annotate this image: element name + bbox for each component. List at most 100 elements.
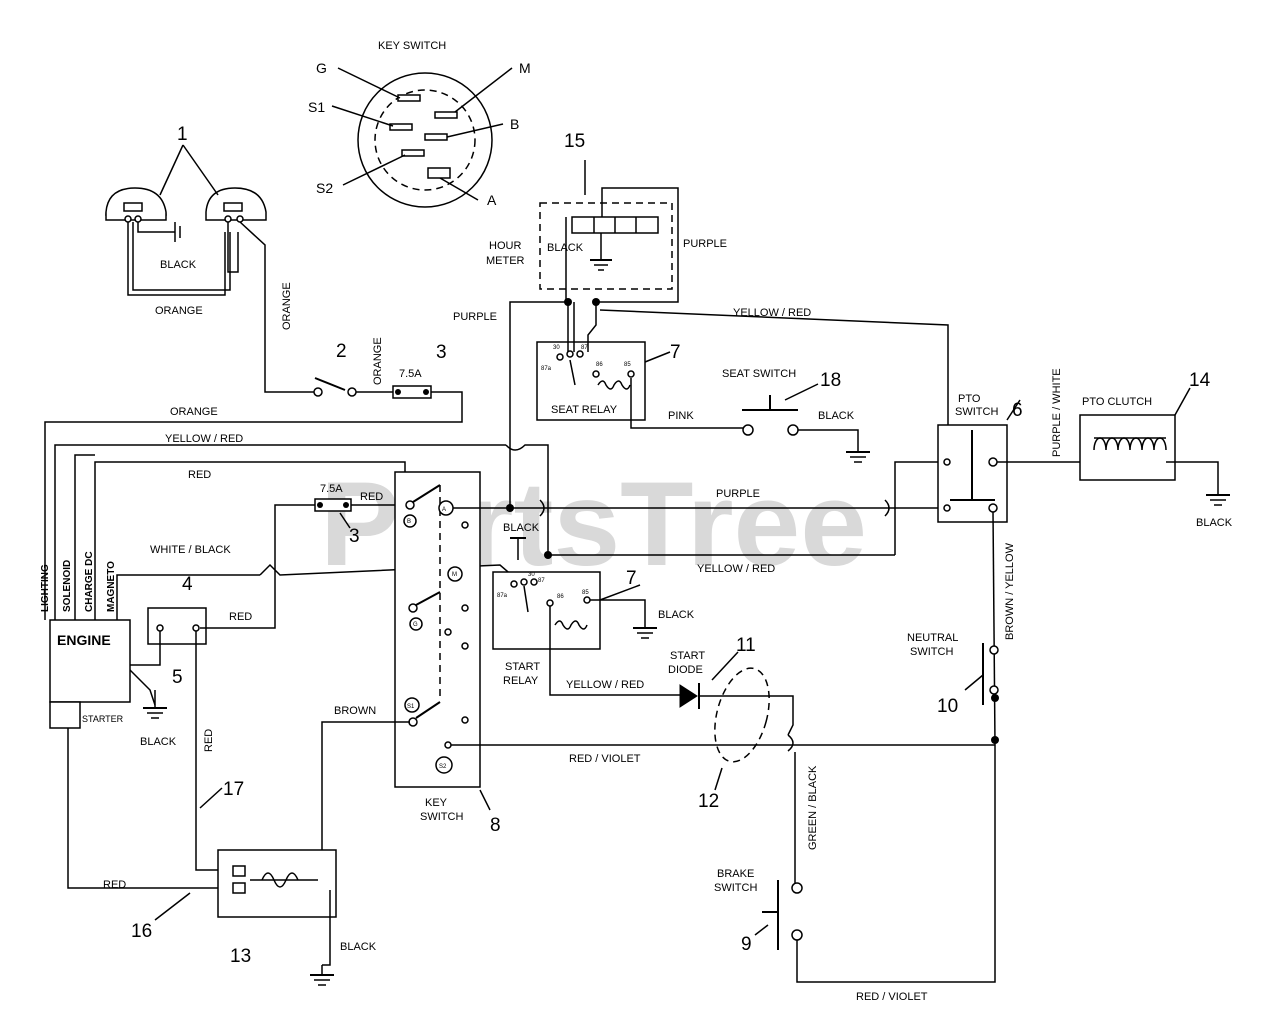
seat-switch — [742, 383, 870, 463]
pto-switch-label-line1: PTO — [958, 393, 981, 405]
terminal-s2: S2 — [439, 764, 447, 770]
engine-label: ENGINE — [57, 632, 111, 648]
callout-9: 9 — [741, 934, 752, 955]
key-switch-s2-label: S2 — [316, 180, 333, 196]
seat-relay-87a: 87a — [541, 366, 552, 372]
callout-13: 13 — [230, 946, 251, 967]
wire-label-yellow-red-mid: YELLOW / RED — [697, 563, 775, 575]
callout-2: 2 — [336, 341, 347, 362]
seat-relay-30: 30 — [553, 345, 560, 351]
wire-label-orange-vertical: ORANGE — [281, 282, 293, 330]
wire-label-black-seat: BLACK — [818, 410, 855, 422]
callout-8: 8 — [490, 815, 501, 836]
key-switch-block-label-line1: KEY — [425, 797, 448, 809]
key-switch-m-label: M — [519, 60, 531, 76]
brake-switch-label-line1: BRAKE — [717, 868, 754, 880]
callout-7-top-leader — [644, 351, 671, 363]
callout-12: 12 — [698, 791, 719, 812]
callout-5: 5 — [172, 667, 183, 688]
terminal-g: G — [413, 622, 418, 628]
callout-6: 6 — [1012, 400, 1023, 421]
wire-label-red-main: RED — [188, 469, 211, 481]
wire-label-red-violet-bottom: RED / VIOLET — [856, 991, 928, 1003]
white-black-wire — [259, 563, 516, 579]
wire-label-purple-mid: PURPLE — [716, 488, 760, 500]
wire-label-red-vertical: RED — [203, 729, 215, 752]
start-relay-30: 30 — [528, 572, 535, 578]
fuse-middle — [314, 498, 407, 529]
start-relay-87: 87 — [538, 578, 545, 584]
callout-10: 10 — [937, 696, 958, 717]
start-diode-label-line2: DIODE — [668, 664, 703, 676]
fuse-rating-top: 7.5A — [399, 368, 422, 380]
start-relay-label-line1: START — [505, 661, 540, 673]
wire-label-purple-left: PURPLE — [453, 311, 497, 323]
callout-3-top: 3 — [436, 342, 447, 363]
start-relay-85: 85 — [582, 590, 589, 596]
start-relay-label: START RELAY — [503, 661, 543, 687]
callout-11: 11 — [736, 635, 756, 656]
terminal-a: A — [442, 507, 446, 513]
neutral-switch-label-line1: NEUTRAL — [907, 632, 958, 644]
engine-terminal-lighting: LIGHTING — [40, 564, 51, 612]
wire-label-black-pto: BLACK — [1196, 517, 1233, 529]
engine-terminal-magneto: MAGNETO — [106, 561, 117, 612]
key-switch-s1-label: S1 — [308, 99, 325, 115]
callout-16: 16 — [131, 921, 152, 942]
wire-label-pink: PINK — [668, 410, 694, 422]
callout-1: 1 — [177, 124, 188, 145]
wire-label-black-solenoid: BLACK — [340, 941, 377, 953]
key-switch-g-label: G — [316, 60, 327, 76]
wire-label-orange-main: ORANGE — [170, 406, 218, 418]
key-switch-top — [331, 67, 513, 208]
brake-switch — [754, 745, 996, 983]
wire-label-green-black: GREEN / BLACK — [807, 765, 819, 850]
callout-18: 18 — [820, 370, 841, 391]
engine-terminal-charge-dc: CHARGE DC — [84, 551, 95, 612]
pto-clutch — [1079, 387, 1230, 506]
seat-relay-85: 85 — [624, 362, 631, 368]
seat-relay — [509, 298, 949, 505]
terminal-s1: S1 — [407, 704, 415, 710]
light-switch — [44, 377, 463, 620]
wire-label-orange-lamp: ORANGE — [155, 305, 203, 317]
callout-14: 14 — [1189, 370, 1211, 391]
hour-meter-label-line2: METER — [486, 255, 525, 267]
wire-label-yellow-red-main: YELLOW / RED — [165, 433, 243, 445]
start-relay-86: 86 — [557, 594, 564, 600]
key-switch-title: KEY SWITCH — [378, 40, 446, 52]
callout-7-top: 7 — [670, 342, 681, 363]
wire-label-purple-white: PURPLE / WHITE — [1051, 368, 1063, 457]
starter-solenoid — [217, 849, 337, 986]
wire-label-yellow-red-top: YELLOW / RED — [733, 307, 811, 319]
key-switch-block-label: KEY SWITCH — [420, 797, 463, 823]
start-relay-label-line2: RELAY — [503, 675, 539, 687]
hour-meter — [539, 160, 679, 303]
start-diode — [679, 651, 796, 885]
engine — [49, 444, 506, 889]
neutral-switch-label-line2: SWITCH — [910, 646, 953, 658]
engine-starter-label: STARTER — [82, 714, 124, 724]
pto-switch-label: PTO SWITCH — [955, 393, 998, 418]
brake-switch-label-line2: SWITCH — [714, 882, 757, 894]
wire-label-white-black: WHITE / BLACK — [150, 544, 231, 556]
pto-switch-label-line2: SWITCH — [955, 406, 998, 418]
neutral-switch-label: NEUTRAL SWITCH — [907, 632, 961, 658]
hour-meter-label-line1: HOUR — [489, 240, 521, 252]
callout-4: 4 — [182, 574, 193, 595]
terminal-b: B — [407, 519, 411, 525]
wire-label-purple-hour: PURPLE — [683, 238, 727, 250]
callout-7-bottom: 7 — [626, 568, 637, 589]
wire-label-brown-yellow: BROWN / YELLOW — [1004, 542, 1016, 640]
seat-relay-87: 87 — [581, 345, 588, 351]
seat-relay-label: SEAT RELAY — [551, 404, 618, 416]
key-switch-block — [321, 471, 995, 893]
fuse-rating-middle: 7.5A — [320, 483, 343, 495]
callout-17-leader — [199, 787, 223, 809]
pto-clutch-label: PTO CLUTCH — [1082, 396, 1152, 408]
wire-label-yellow-red-diode: YELLOW / RED — [566, 679, 644, 691]
neutral-switch — [964, 643, 999, 705]
wire-label-black-start: BLACK — [658, 609, 695, 621]
callout-15: 15 — [564, 131, 585, 152]
wire-label-black-hour: BLACK — [547, 242, 584, 254]
